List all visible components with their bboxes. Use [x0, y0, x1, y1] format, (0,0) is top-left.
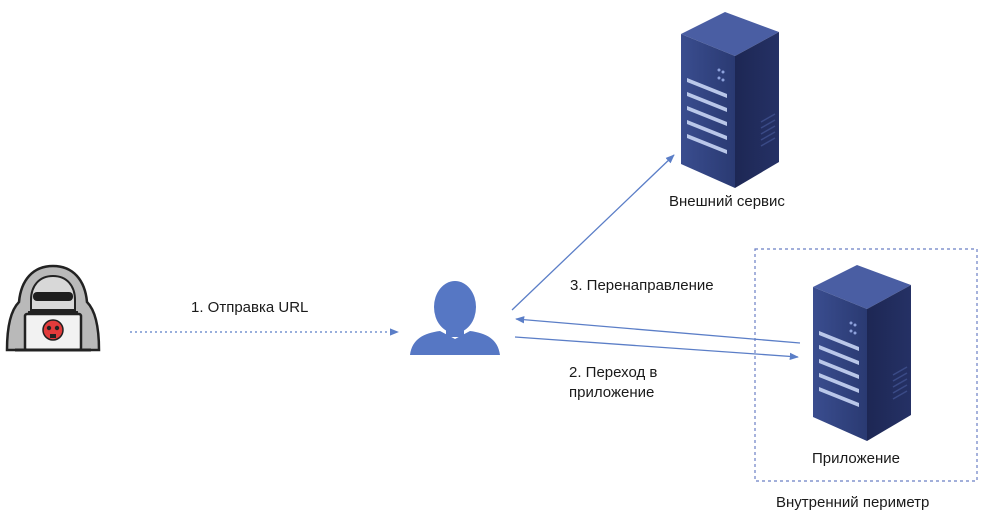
- label-external-service: Внешний сервис: [669, 193, 785, 210]
- label-go-to-app: 2. Переход в приложение: [569, 364, 658, 401]
- user-icon: [410, 281, 500, 355]
- external-server-icon: [681, 12, 779, 188]
- app-server-icon: [813, 265, 911, 441]
- hacker-icon: [5, 264, 101, 352]
- label-internal-perimeter: Внутренний периметр: [776, 494, 930, 511]
- arrow-go-to-app: [514, 336, 799, 361]
- label-send-url: 1. Отправка URL: [191, 299, 309, 316]
- arrow-redirect: [515, 316, 801, 344]
- label-application: Приложение: [812, 450, 900, 467]
- label-redirect: 3. Перенаправление: [570, 277, 714, 294]
- internal-perimeter-box: [754, 248, 978, 482]
- arrow-to-external-service: [511, 154, 675, 311]
